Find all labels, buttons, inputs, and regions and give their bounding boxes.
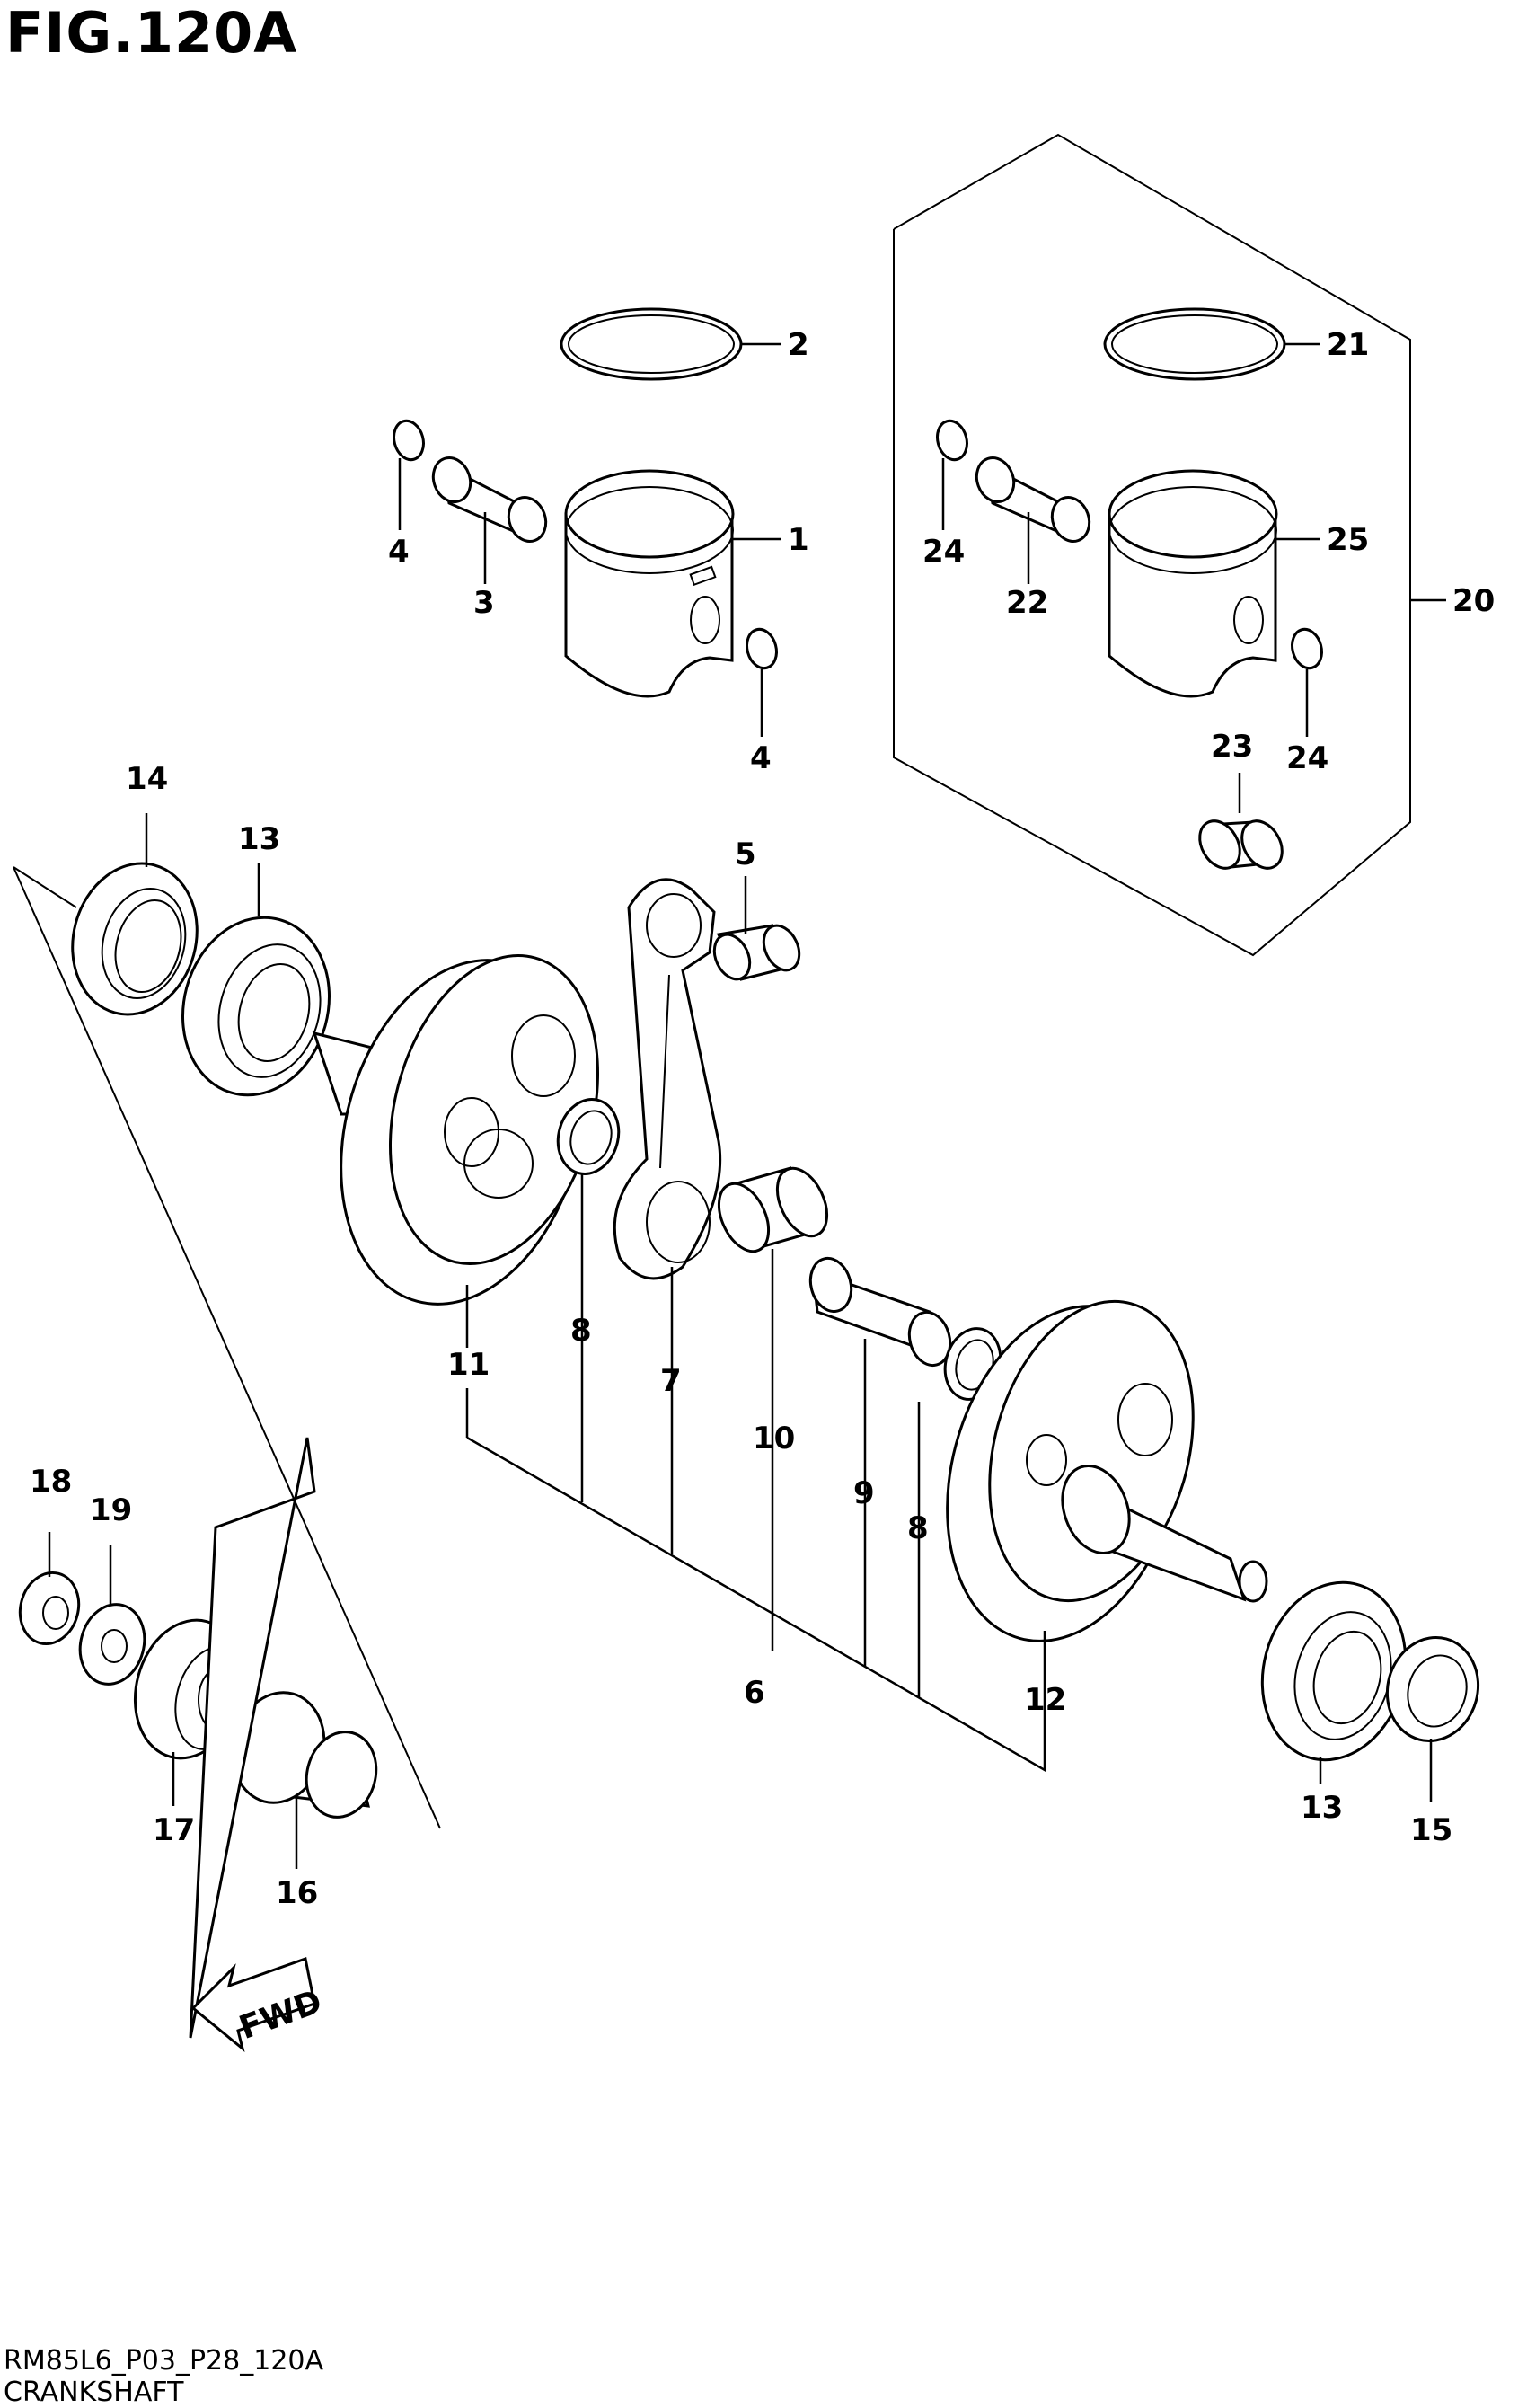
oil-seal-right-part[interactable] bbox=[1376, 1627, 1490, 1751]
crankshaft-right-part[interactable] bbox=[912, 1279, 1268, 1668]
crankshaft-bearing-left-part[interactable] bbox=[163, 901, 349, 1112]
crank-pin-part[interactable] bbox=[805, 1253, 956, 1369]
callout-5[interactable]: 5 bbox=[735, 837, 756, 872]
crank-pin-washer-left-part[interactable] bbox=[550, 1093, 626, 1181]
piston-ring-part[interactable] bbox=[560, 307, 743, 381]
figure-title: FIG.120A bbox=[5, 0, 298, 66]
callout-24[interactable]: 24 bbox=[1286, 740, 1328, 776]
piston-pin-part[interactable] bbox=[428, 453, 552, 547]
callout-22[interactable]: 22 bbox=[1006, 585, 1048, 621]
piston-kit-pin-part[interactable] bbox=[971, 453, 1096, 547]
callout-8[interactable]: 8 bbox=[570, 1313, 592, 1349]
crankshaft-left-part[interactable] bbox=[305, 932, 631, 1332]
leader-lines bbox=[48, 342, 1446, 1869]
piston-kit-circlip-part[interactable] bbox=[1288, 626, 1326, 672]
callout-3[interactable]: 3 bbox=[473, 585, 495, 621]
callout-9[interactable]: 9 bbox=[853, 1475, 875, 1511]
crankshaft-washer-part[interactable] bbox=[72, 1597, 154, 1691]
callout-25[interactable]: 25 bbox=[1327, 522, 1369, 558]
small-end-bearing-part[interactable] bbox=[708, 920, 807, 985]
callout-18[interactable]: 18 bbox=[30, 1464, 72, 1500]
piston-ring-kit-part[interactable] bbox=[1103, 307, 1286, 381]
connecting-rod-part[interactable] bbox=[613, 878, 722, 1280]
callout-20[interactable]: 20 bbox=[1452, 583, 1495, 619]
callout-labels: 1 2 3 4 4 5 6 7 8 8 9 10 11 12 13 13 14 … bbox=[30, 327, 1495, 1911]
crankshaft-nut-part[interactable] bbox=[13, 1566, 87, 1651]
piston-kit-piston-part[interactable] bbox=[1108, 469, 1278, 698]
piston-pin-circlip-part[interactable] bbox=[743, 626, 781, 672]
callout-14[interactable]: 14 bbox=[126, 761, 168, 797]
callout-17[interactable]: 17 bbox=[153, 1812, 195, 1848]
piston-part[interactable] bbox=[564, 469, 735, 698]
piston-kit-circlip-part[interactable] bbox=[933, 418, 971, 464]
callout-23[interactable]: 23 bbox=[1211, 729, 1253, 765]
piston-pin-circlip-part[interactable] bbox=[390, 418, 428, 464]
callout-24[interactable]: 24 bbox=[922, 534, 965, 570]
figure-name: CRANKSHAFT bbox=[4, 2377, 184, 2408]
callout-10[interactable]: 10 bbox=[753, 1421, 795, 1456]
callout-11[interactable]: 11 bbox=[447, 1347, 490, 1383]
oil-seal-left-part[interactable] bbox=[56, 849, 213, 1028]
callout-16[interactable]: 16 bbox=[276, 1875, 318, 1911]
callout-4[interactable]: 4 bbox=[750, 740, 772, 776]
callout-21[interactable]: 21 bbox=[1327, 327, 1369, 363]
callout-13[interactable]: 13 bbox=[1301, 1790, 1343, 1826]
callout-6[interactable]: 6 bbox=[744, 1675, 765, 1711]
piston-kit-group-outline bbox=[893, 133, 1411, 957]
callout-2[interactable]: 2 bbox=[788, 327, 809, 363]
piston-kit-needle-bearing-part[interactable] bbox=[1192, 814, 1291, 875]
callout-8[interactable]: 8 bbox=[907, 1510, 929, 1546]
crankshaft-spacer-part[interactable] bbox=[221, 1682, 385, 1825]
callout-13[interactable]: 13 bbox=[238, 821, 280, 857]
callout-7[interactable]: 7 bbox=[660, 1363, 682, 1399]
crankshaft-group-outline bbox=[13, 866, 441, 1829]
callout-12[interactable]: 12 bbox=[1024, 1682, 1066, 1718]
callout-15[interactable]: 15 bbox=[1410, 1812, 1452, 1848]
callout-19[interactable]: 19 bbox=[90, 1492, 132, 1528]
callout-4[interactable]: 4 bbox=[388, 534, 410, 570]
figure-code: RM85L6_P03_P28_120A bbox=[4, 2345, 324, 2377]
big-end-bearing-part[interactable] bbox=[709, 1161, 836, 1260]
callout-1[interactable]: 1 bbox=[788, 522, 809, 558]
